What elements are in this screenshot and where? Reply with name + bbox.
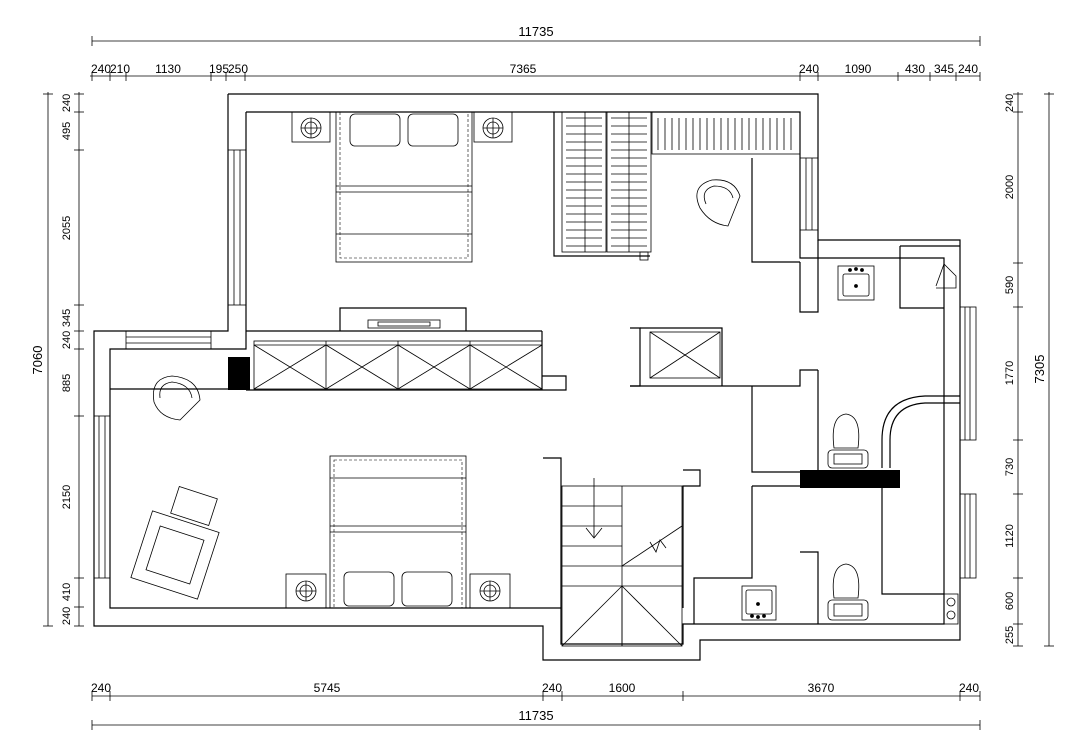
staircase [561, 478, 683, 647]
dim-right-2: 2000 [1004, 175, 1016, 199]
armchair [130, 486, 220, 600]
dim-top-7: 240 [799, 62, 819, 76]
dimension-lines [43, 36, 1054, 730]
closet-hangers [566, 117, 792, 247]
floor-drain [943, 593, 959, 625]
dimension-labels: 11735 240 210 1130 195 250 7365 240 1090… [30, 24, 1047, 723]
dim-left-8: 410 [61, 583, 73, 601]
upper-nightstands [291, 111, 513, 143]
dim-right-3: 590 [1004, 276, 1016, 294]
dim-left-9: 240 [61, 607, 73, 625]
dim-top-4: 195 [209, 62, 229, 76]
outer-walls [93, 93, 961, 661]
dim-left-5: 240 [61, 331, 73, 349]
wardrobe-row [253, 340, 543, 390]
dim-bottom-total: 11735 [518, 708, 553, 723]
dim-right-5: 730 [1004, 458, 1016, 476]
storage-cabinet [649, 331, 721, 379]
tv-cabinet [367, 319, 441, 329]
windows [93, 149, 977, 579]
dim-bottom-5: 3670 [808, 681, 835, 695]
wall-column [228, 357, 250, 390]
closet-post [639, 251, 649, 261]
dim-left-6: 885 [61, 374, 73, 392]
upper-bed [335, 111, 473, 263]
dim-top-1: 240 [91, 62, 111, 76]
dim-top-11: 240 [958, 62, 978, 76]
toilet-lower [827, 563, 869, 621]
shower-corner [935, 263, 957, 289]
interior-walls [110, 112, 960, 624]
dim-top-2: 210 [110, 62, 130, 76]
dim-right-4: 1770 [1004, 361, 1016, 385]
vanity-sink-lower [741, 585, 777, 621]
lower-bed [329, 455, 467, 609]
dim-left-4: 345 [61, 309, 73, 327]
dim-right-7: 600 [1004, 592, 1016, 610]
dim-bottom-2: 5745 [314, 681, 341, 695]
dim-top-total: 11735 [518, 24, 553, 39]
dim-left-1: 240 [61, 94, 73, 112]
dim-left-total: 7060 [30, 346, 45, 375]
dim-top-10: 345 [934, 62, 954, 76]
vanity-sink-upper [837, 265, 875, 301]
wall-beam [800, 470, 900, 488]
dim-right-total: 7305 [1032, 355, 1047, 384]
closet-chair [696, 179, 741, 227]
dim-top-6: 7365 [510, 62, 537, 76]
dim-left-7: 2150 [61, 485, 73, 509]
dim-left-3: 2055 [61, 216, 73, 240]
toilet-upper [827, 413, 869, 469]
dim-right-1: 240 [1004, 94, 1016, 112]
dim-top-8: 1090 [845, 62, 872, 76]
dim-top-3: 1130 [155, 62, 181, 76]
dim-bottom-1: 240 [91, 681, 111, 695]
dim-top-5: 250 [228, 62, 248, 76]
study-chair [153, 375, 201, 421]
dim-bottom-4: 1600 [609, 681, 636, 695]
dim-top-9: 430 [905, 62, 925, 76]
lower-nightstands [285, 573, 511, 609]
dim-bottom-3: 240 [542, 681, 562, 695]
dim-right-6: 1120 [1004, 524, 1016, 548]
dim-left-2: 495 [61, 122, 73, 140]
dim-bottom-6: 240 [959, 681, 979, 695]
dim-right-8: 255 [1004, 626, 1016, 644]
